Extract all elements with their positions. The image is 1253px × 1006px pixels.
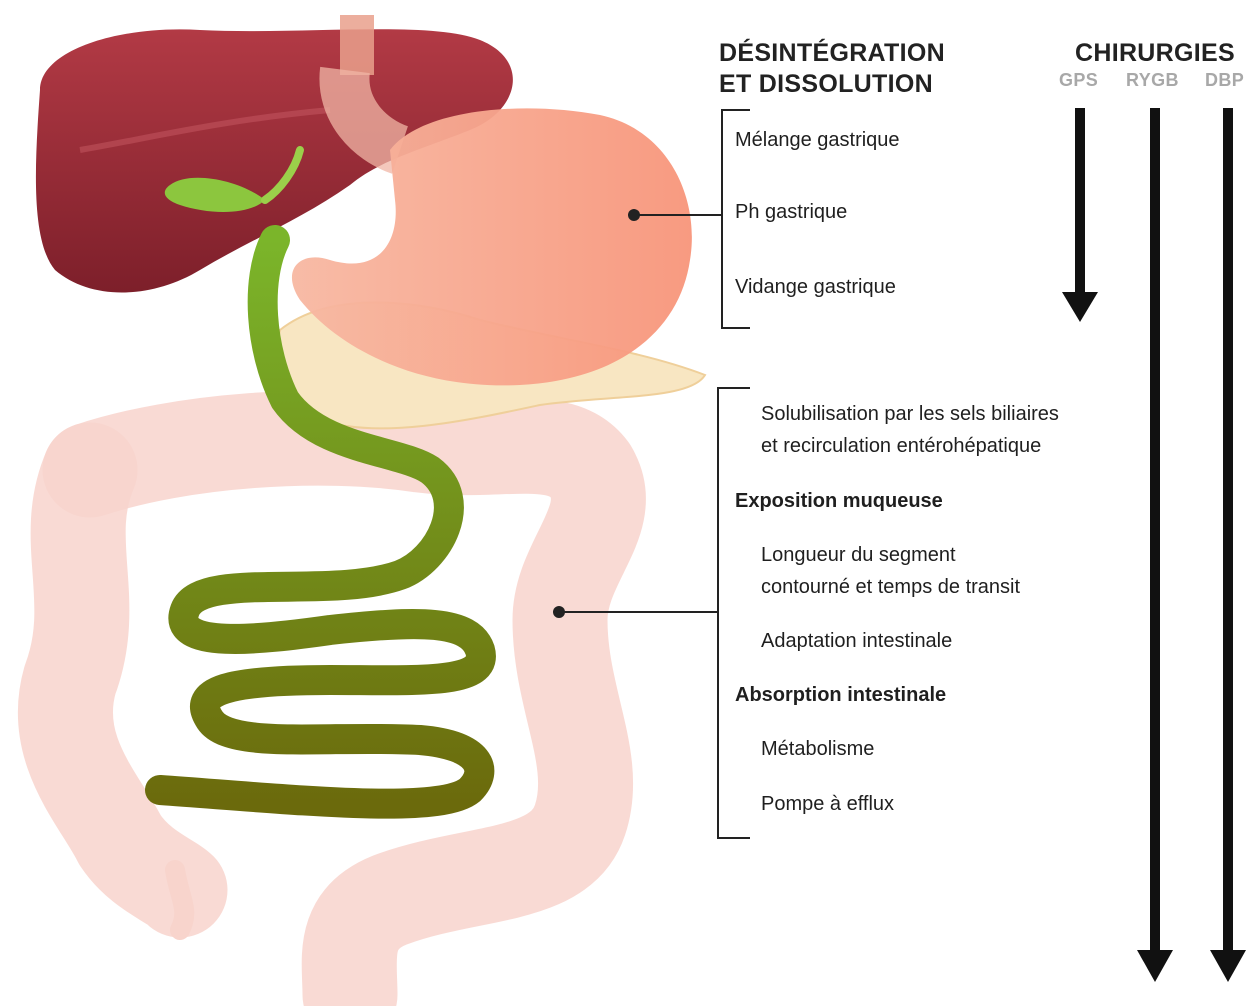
intestinal-bracket xyxy=(718,388,750,838)
gastric-bracket xyxy=(722,110,750,328)
arrow-rygb xyxy=(1137,108,1173,982)
arrow-dbp xyxy=(1210,108,1246,982)
intestine-dot xyxy=(553,606,565,618)
stomach-dot xyxy=(628,209,640,221)
arrow-gps xyxy=(1062,108,1098,322)
